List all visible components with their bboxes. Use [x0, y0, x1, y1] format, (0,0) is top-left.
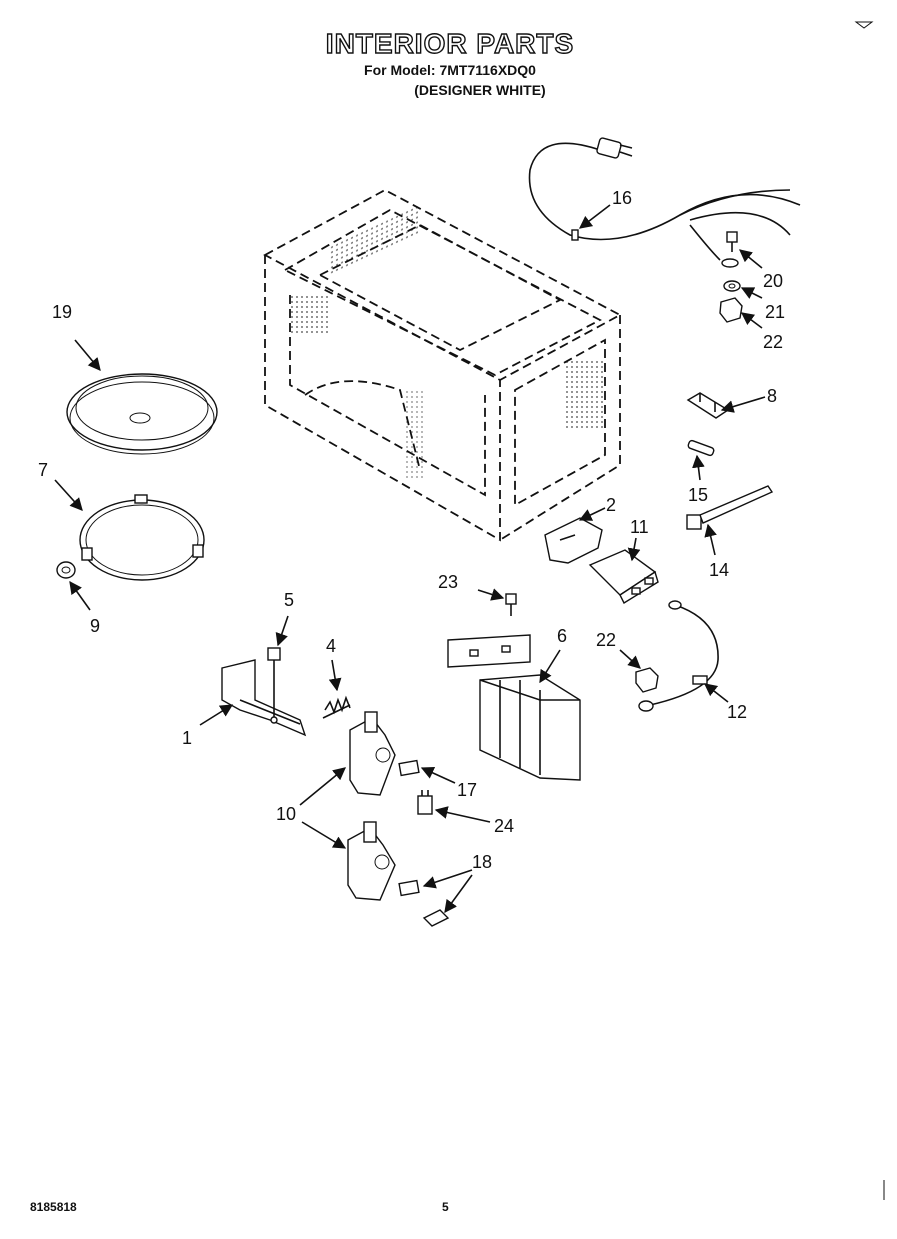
finish-line: (DESIGNER WHITE): [414, 82, 546, 98]
screw: [505, 593, 517, 616]
power-cord: [528, 137, 801, 261]
callout-4: 4: [326, 636, 336, 656]
callout-10: 10: [276, 804, 296, 824]
micro-switch-a: [398, 879, 420, 897]
callout-19: 19: [52, 302, 72, 322]
capacitor: [588, 549, 659, 604]
roller: [56, 561, 76, 579]
callout-labels: 19 7 9 16 20 21 22 8 15 14 2 11 12 22 23…: [38, 188, 785, 872]
micro-switch-b: [422, 909, 450, 927]
bracket: [686, 392, 730, 419]
callout-9: 9: [90, 616, 100, 636]
diode: [638, 600, 719, 712]
callout-16: 16: [612, 188, 632, 208]
callout-8: 8: [767, 386, 777, 406]
leader-lines: [54, 204, 766, 914]
document-code: 8185818: [30, 1200, 77, 1214]
ground-screw: [721, 231, 739, 268]
callout-17: 17: [457, 780, 477, 800]
callout-23: 23: [438, 572, 458, 592]
monitor-switch: [417, 790, 433, 815]
callout-18: 18: [472, 852, 492, 872]
callout-15: 15: [688, 485, 708, 505]
callout-21: 21: [765, 302, 785, 322]
bracket-screw: [267, 647, 281, 724]
nut-secondary: [635, 667, 659, 693]
callout-7: 7: [38, 460, 48, 480]
callout-24: 24: [494, 816, 514, 836]
page-header: INTERIOR PARTS For Model: 7MT7116XDQ0 (D…: [0, 27, 897, 108]
switch-holder-lower: [347, 821, 396, 901]
interlock-switch: [398, 759, 420, 777]
callout-5: 5: [284, 590, 294, 610]
roller-ring: [79, 494, 205, 581]
model-line: For Model: 7MT7116XDQ0: [364, 62, 536, 78]
turntable-tray: [66, 373, 218, 455]
spring: [322, 695, 351, 719]
transformer: [447, 634, 581, 781]
page-title: INTERIOR PARTS: [325, 27, 575, 59]
cavity-outline: [263, 188, 622, 542]
callout-22-lower: 22: [596, 630, 616, 650]
capacitor-bracket: [544, 517, 603, 564]
nut: [719, 297, 743, 323]
callout-11: 11: [630, 517, 649, 537]
latch-bracket: [221, 659, 307, 737]
fuse: [687, 439, 715, 457]
callout-12: 12: [727, 702, 747, 722]
callout-14: 14: [709, 560, 729, 580]
callout-6: 6: [557, 626, 567, 646]
fuse-holder: [686, 485, 774, 530]
corner-marks: [854, 21, 885, 1200]
callout-20: 20: [763, 271, 783, 291]
callout-22-upper: 22: [763, 332, 783, 352]
page-number: 5: [442, 1200, 449, 1214]
callout-1: 1: [182, 728, 192, 748]
callout-2: 2: [606, 495, 616, 515]
switch-holder-upper: [349, 711, 396, 796]
washer: [723, 280, 741, 292]
